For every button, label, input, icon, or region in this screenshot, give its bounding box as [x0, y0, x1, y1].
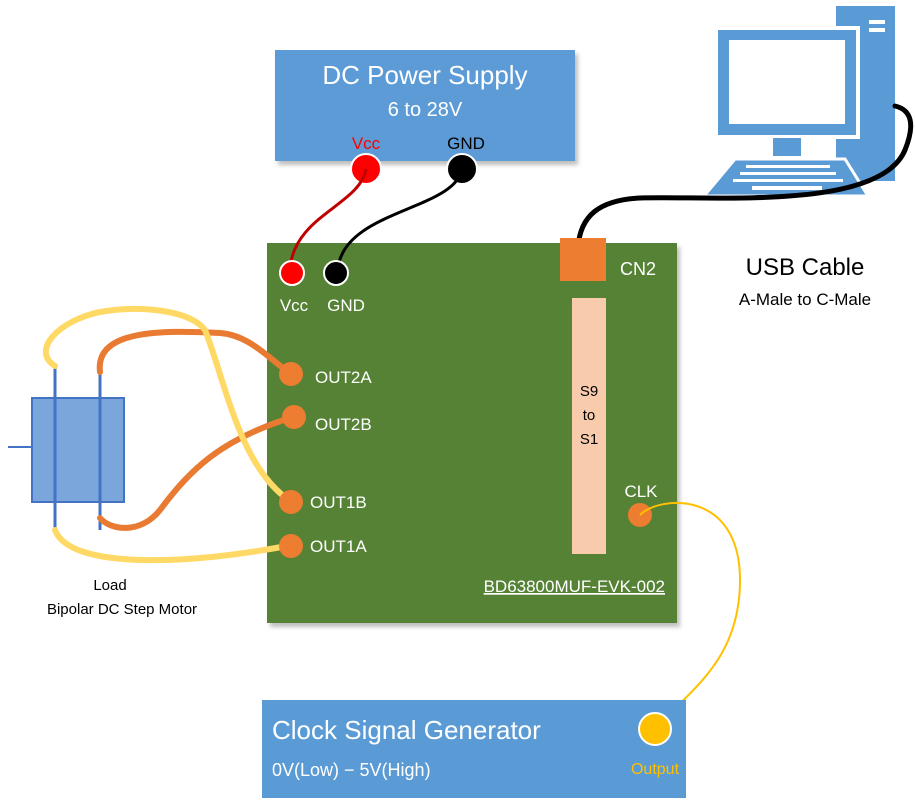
- power-gnd-label: GND: [447, 134, 485, 153]
- usb-cable-subtitle: A-Male to C-Male: [739, 290, 871, 309]
- dc-power-supply: DC Power Supply 6 to 28V Vcc GND: [275, 50, 575, 185]
- out2a-terminal[interactable]: [279, 362, 303, 386]
- switch-bank[interactable]: [572, 298, 606, 554]
- out1a-label: OUT1A: [310, 537, 367, 556]
- clock-output-label: Output: [631, 761, 680, 778]
- board-vcc-label: Vcc: [280, 296, 309, 315]
- vcc-wire: [288, 168, 368, 269]
- power-vcc-label: Vcc: [352, 134, 381, 153]
- load-description: Bipolar DC Step Motor: [47, 601, 197, 618]
- out1b-label: OUT1B: [310, 493, 367, 512]
- desktop-computer-icon: [700, 6, 895, 198]
- cn2-label: CN2: [620, 259, 656, 279]
- out2a-label: OUT2A: [315, 368, 372, 387]
- gnd-wire: [336, 168, 464, 269]
- power-supply-voltage: 6 to 28V: [388, 99, 463, 121]
- out2a-wire: [96, 328, 293, 376]
- switch-label-s1: S1: [580, 431, 598, 448]
- out1a-terminal[interactable]: [279, 534, 303, 558]
- out2b-terminal[interactable]: [282, 405, 306, 429]
- switch-label-to: to: [583, 407, 596, 424]
- stepper-motor-icon: [8, 368, 125, 530]
- board-vcc-terminal[interactable]: [279, 260, 305, 286]
- clk-label: CLK: [624, 482, 658, 501]
- load-label: Load: [93, 577, 126, 594]
- evaluation-board: CN2 S9 to S1 Vcc GND OUT2A OUT2B OUT1B O…: [267, 238, 677, 623]
- out1b-wire: [42, 306, 295, 505]
- usb-cable: [575, 103, 914, 251]
- clock-output-terminal[interactable]: [638, 712, 672, 746]
- board-name: BD63800MUF-EVK-002: [484, 577, 665, 596]
- computer-keyboard: [700, 157, 871, 198]
- out2b-label: OUT2B: [315, 415, 372, 434]
- out1a-wire: [52, 527, 295, 564]
- cn2-connector[interactable]: [560, 238, 606, 281]
- board-gnd-label: GND: [327, 296, 365, 315]
- out1b-terminal[interactable]: [279, 490, 303, 514]
- clock-signal-generator: Clock Signal Generator 0V(Low) − 5V(High…: [262, 700, 686, 798]
- clock-title: Clock Signal Generator: [272, 715, 541, 745]
- switch-label-s9: S9: [580, 383, 598, 400]
- clock-range: 0V(Low) − 5V(High): [272, 760, 431, 780]
- board-gnd-terminal[interactable]: [323, 260, 349, 286]
- power-supply-title: DC Power Supply: [322, 60, 527, 90]
- clock-wire: [639, 501, 742, 725]
- usb-cable-title: USB Cable: [746, 254, 865, 281]
